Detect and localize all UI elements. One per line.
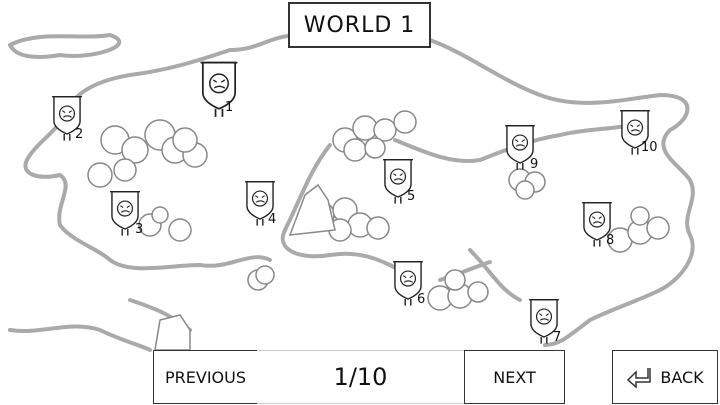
face-icon: [529, 299, 559, 344]
map-path: [23, 33, 302, 271]
mountain: [288, 183, 336, 236]
level-number: 9: [530, 157, 539, 172]
level-2-button[interactable]: [50, 93, 84, 142]
level-number: 5: [407, 189, 416, 204]
level-number: 7: [553, 330, 562, 345]
map-path: [280, 143, 402, 272]
level-7-button[interactable]: [527, 296, 561, 345]
page-indicator: 1/10: [257, 350, 464, 404]
face-icon: [52, 96, 82, 141]
level-number: 4: [268, 212, 277, 227]
level-5-button[interactable]: [381, 156, 415, 205]
level-number: 8: [606, 233, 615, 248]
level-number: 10: [641, 140, 658, 155]
level-4-button[interactable]: [243, 178, 277, 227]
level-10-button[interactable]: [618, 107, 652, 156]
level-9-button[interactable]: [503, 122, 537, 171]
level-1-button[interactable]: [197, 58, 241, 118]
back-label: BACK: [660, 367, 704, 387]
level-number: 1: [225, 100, 234, 115]
face-icon: [383, 159, 413, 204]
level-6-button[interactable]: [391, 258, 425, 307]
level-number: 2: [75, 127, 84, 142]
level-8-button[interactable]: [580, 199, 614, 248]
map-path: [428, 38, 695, 347]
mountain: [154, 314, 191, 351]
back-arrow-icon: [627, 368, 652, 389]
face-icon: [245, 181, 275, 226]
map-path: [8, 33, 122, 59]
face-icon: [620, 110, 650, 155]
angry-face-icon: [200, 61, 238, 117]
next-button[interactable]: NEXT: [464, 350, 565, 404]
face-icon: [582, 202, 612, 247]
face-icon: [505, 125, 535, 170]
face-icon: [393, 261, 423, 306]
level-3-button[interactable]: [108, 188, 142, 237]
previous-button[interactable]: PREVIOUS: [153, 350, 258, 404]
world-title: WORLD 1: [288, 2, 431, 48]
level-number: 6: [417, 292, 426, 307]
level-number: 3: [135, 222, 144, 237]
back-button[interactable]: BACK: [612, 350, 718, 404]
face-icon: [110, 191, 140, 236]
